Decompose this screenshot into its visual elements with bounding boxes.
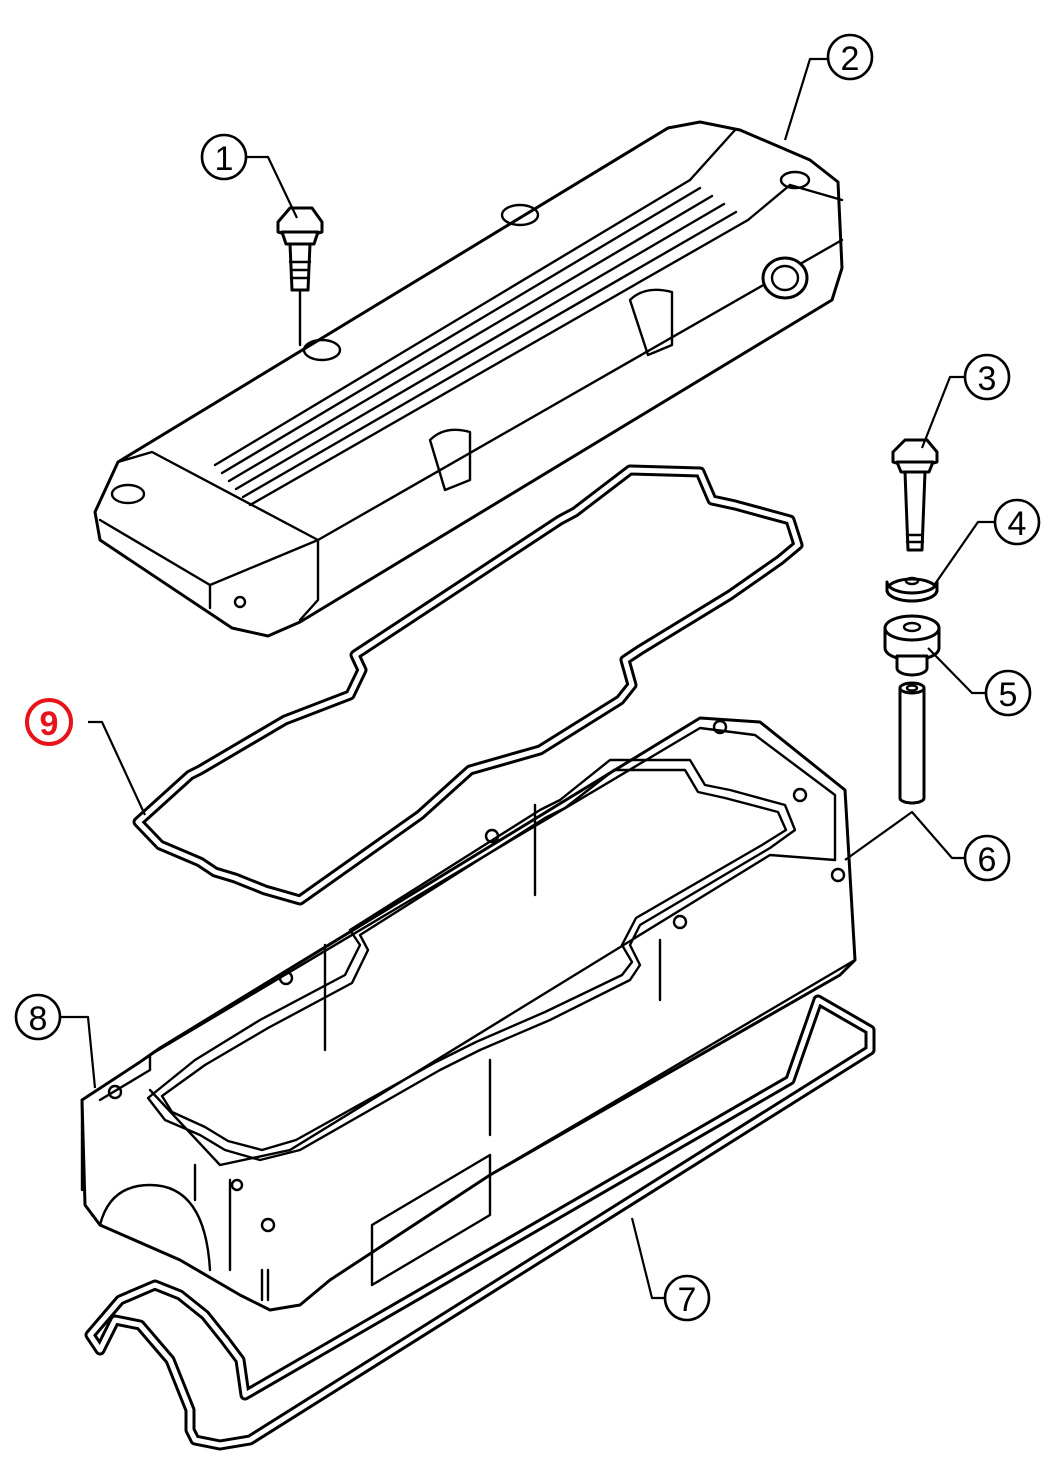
callout-7-label: 7 — [678, 1281, 697, 1319]
part-5-grommet — [883, 614, 941, 677]
leader-5 — [927, 647, 985, 695]
callout-4-label: 4 — [1008, 505, 1027, 543]
callout-3[interactable]: 3 — [963, 353, 1011, 401]
callout-8-label: 8 — [29, 1000, 48, 1038]
leader-8 — [60, 1015, 97, 1089]
callout-6-label: 6 — [978, 841, 997, 879]
callout-1-label: 1 — [215, 140, 234, 178]
callout-9-label: 9 — [40, 705, 59, 743]
callout-5-label: 5 — [999, 676, 1018, 714]
callout-8[interactable]: 8 — [14, 993, 62, 1041]
part-3-long-bolt — [891, 438, 939, 552]
part-7-lower-gasket — [84, 994, 876, 1451]
leader-7 — [630, 1217, 665, 1300]
leader-1 — [245, 155, 298, 219]
callout-5[interactable]: 5 — [984, 669, 1032, 717]
part-4-washer — [885, 576, 939, 603]
callout-9[interactable]: 9 — [25, 698, 73, 746]
part-1-bolt — [276, 206, 324, 347]
part-9-cover-gasket — [132, 464, 804, 906]
leader-2 — [783, 57, 828, 141]
callout-3-label: 3 — [978, 360, 997, 398]
leader-4 — [934, 520, 995, 585]
callout-1[interactable]: 1 — [200, 133, 248, 181]
part-2-valve-cover — [93, 120, 844, 638]
callout-2-label: 2 — [841, 40, 860, 78]
leader-3 — [920, 375, 965, 449]
callout-4[interactable]: 4 — [993, 498, 1041, 546]
leader-9 — [88, 720, 146, 816]
part-8-housing — [80, 716, 857, 1312]
part-6-spacer — [898, 681, 926, 805]
leader-lines — [60, 57, 995, 1300]
callout-2[interactable]: 2 — [826, 33, 874, 81]
callout-7[interactable]: 7 — [663, 1274, 711, 1322]
leader-6 — [844, 810, 965, 861]
callout-6[interactable]: 6 — [963, 834, 1011, 882]
